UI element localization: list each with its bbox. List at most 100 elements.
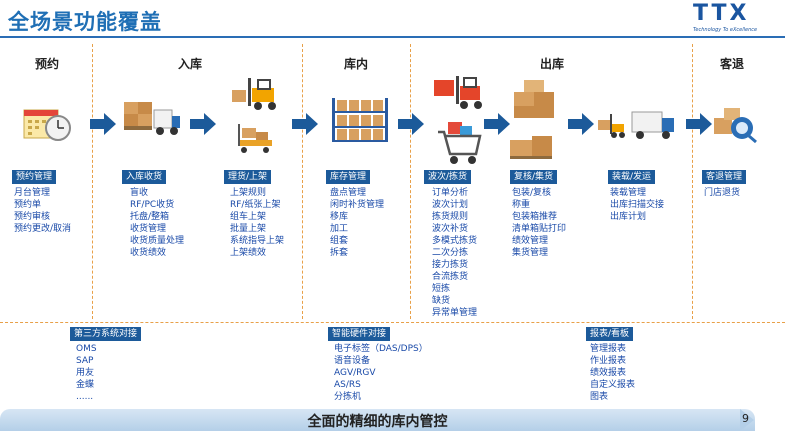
logo-letters: TTX	[693, 1, 750, 26]
list-item[interactable]: 波次计划	[432, 200, 469, 210]
stage-inbound: 入库	[177, 57, 202, 71]
stage-appointment: 预约	[34, 57, 59, 71]
module-putaway[interactable]: 理货/上架	[224, 170, 272, 184]
list-item[interactable]: 金蝶	[76, 380, 95, 390]
list-item[interactable]: SAP	[76, 356, 94, 366]
stage-divider	[410, 44, 411, 319]
module-inventory-list: 盘点管理 闲时补货管理 移库 加工 组套 拆套	[330, 187, 384, 259]
list-item[interactable]: 托盘/整箱	[130, 212, 170, 222]
stage-divider	[92, 44, 93, 319]
list-item[interactable]: 上架规则	[230, 188, 267, 198]
module-appointment[interactable]: 预约管理	[12, 170, 57, 184]
section-smart-hardware-list: 电子标签（DAS/DPS） 语音设备 AGV/RGV AS/RS 分拣机 ...…	[334, 343, 428, 415]
list-item[interactable]: 短拣	[432, 284, 451, 294]
list-item[interactable]: 收货绩效	[130, 248, 167, 258]
list-item[interactable]: AS/RS	[334, 380, 361, 390]
list-item[interactable]: 管理报表	[590, 344, 627, 354]
list-item[interactable]: 组车上架	[230, 212, 267, 222]
list-item[interactable]: 缺货	[432, 296, 451, 306]
list-item[interactable]: 收货质量处理	[130, 236, 185, 246]
module-review-consolidation[interactable]: 复核/集货	[510, 170, 558, 184]
list-item[interactable]: 绩效管理	[512, 236, 549, 246]
list-item[interactable]: 闲时补货管理	[330, 200, 385, 210]
list-item[interactable]: 盘点管理	[330, 188, 367, 198]
list-item[interactable]: AGV/RGV	[334, 368, 376, 378]
module-customer-returns-list: 门店退货	[704, 187, 740, 199]
section-reports-dashboards[interactable]: 报表/看板	[586, 327, 634, 341]
section-reports-dashboards-list: 管理报表 作业报表 绩效报表 自定义报表 图表	[590, 343, 635, 403]
footer-arrow-icon	[740, 409, 754, 431]
list-item[interactable]: 出库扫描交接	[610, 200, 665, 210]
list-item[interactable]: 订单分析	[432, 188, 469, 198]
list-item[interactable]: 出库计划	[610, 212, 647, 222]
module-loading-shipping[interactable]: 装载/发运	[608, 170, 656, 184]
list-item[interactable]: 移库	[330, 212, 349, 222]
list-item[interactable]: 合流拣货	[432, 272, 469, 282]
flow-arrow-icon	[568, 113, 594, 135]
list-item[interactable]: 加工	[330, 224, 349, 234]
footer-slogan: 全面的精细的库内管控	[307, 414, 448, 430]
list-item[interactable]: 波次补货	[432, 224, 469, 234]
list-item[interactable]: 盲收	[130, 188, 149, 198]
section-third-party[interactable]: 第三方系统对接	[70, 327, 142, 341]
list-item[interactable]: 多模式拣货	[432, 236, 478, 246]
module-wave-picking[interactable]: 波次/拣货	[424, 170, 472, 184]
list-item[interactable]: 拆套	[330, 248, 349, 258]
calendar-clock-icon	[23, 109, 71, 141]
list-item[interactable]: 预约更改/取消	[14, 224, 72, 234]
list-item: ......	[76, 392, 94, 402]
list-item[interactable]: 称重	[512, 200, 531, 210]
list-item[interactable]: 拣货规则	[432, 212, 469, 222]
truck-loading-icon	[598, 111, 674, 139]
module-receiving[interactable]: 入库收货	[122, 170, 167, 184]
section-smart-hardware[interactable]: 智能硬件对接	[328, 327, 391, 341]
flow-arrow-icon	[292, 113, 318, 135]
stage-divider	[692, 44, 693, 319]
list-item[interactable]: 预约审核	[14, 212, 51, 222]
module-appointment-list: 月台管理 预约单 预约审核 预约更改/取消	[14, 187, 71, 235]
list-item[interactable]: 月台管理	[14, 188, 51, 198]
list-item[interactable]: 门店退货	[704, 188, 741, 198]
module-inventory[interactable]: 库存管理	[326, 170, 371, 184]
list-item[interactable]: 集货管理	[512, 248, 549, 258]
list-item[interactable]: 上架绩效	[230, 248, 267, 258]
returns-search-icon	[714, 108, 757, 144]
list-item[interactable]: 作业报表	[590, 356, 627, 366]
warehouse-shelf-icon	[332, 98, 388, 142]
list-item[interactable]: 图表	[590, 392, 609, 402]
flow-arrow-icon	[190, 113, 216, 135]
section-divider	[0, 322, 785, 323]
list-item[interactable]: 装载管理	[610, 188, 647, 198]
list-item[interactable]: 电子标签（DAS/DPS）	[334, 344, 428, 354]
list-item[interactable]: 清单箱贴打印	[512, 224, 567, 234]
stage-returns: 客退	[719, 57, 744, 71]
list-item[interactable]: 组套	[330, 236, 349, 246]
box-stack-icon	[510, 136, 552, 159]
list-item[interactable]: 语音设备	[334, 356, 371, 366]
list-item[interactable]: 收货管理	[130, 224, 167, 234]
page-title: 全场景功能覆盖	[8, 10, 162, 34]
section-third-party-list: OMS SAP 用友 金蝶 ......	[76, 343, 97, 403]
flow-arrow-icon	[484, 113, 510, 135]
list-item[interactable]: 包装/复核	[512, 188, 552, 198]
list-item[interactable]: 接力拣货	[432, 260, 469, 270]
flow-arrow-icon	[398, 113, 424, 135]
pallet-cart-icon	[238, 124, 272, 153]
list-item[interactable]: RF/纸张上架	[230, 200, 281, 210]
list-item[interactable]: OMS	[76, 344, 97, 354]
list-item[interactable]: 包装箱推荐	[512, 212, 558, 222]
list-item[interactable]: 二次分拣	[432, 248, 469, 258]
list-item[interactable]: 绩效报表	[590, 368, 627, 378]
list-item[interactable]: 分拣机	[334, 392, 362, 402]
list-item[interactable]: 自定义报表	[590, 380, 636, 390]
list-item[interactable]: RF/PC收货	[130, 200, 175, 210]
logo-tagline: Technology To eXcellence	[693, 27, 758, 33]
list-item[interactable]: 批量上架	[230, 224, 267, 234]
list-item[interactable]: 异常单管理	[432, 308, 478, 318]
page-number: 9	[742, 412, 749, 425]
list-item[interactable]: 系统指导上架	[230, 236, 285, 246]
module-customer-returns[interactable]: 客退管理	[702, 170, 747, 184]
list-item[interactable]: 用友	[76, 368, 95, 378]
box-stack-icon	[514, 80, 554, 118]
list-item[interactable]: 预约单	[14, 200, 42, 210]
